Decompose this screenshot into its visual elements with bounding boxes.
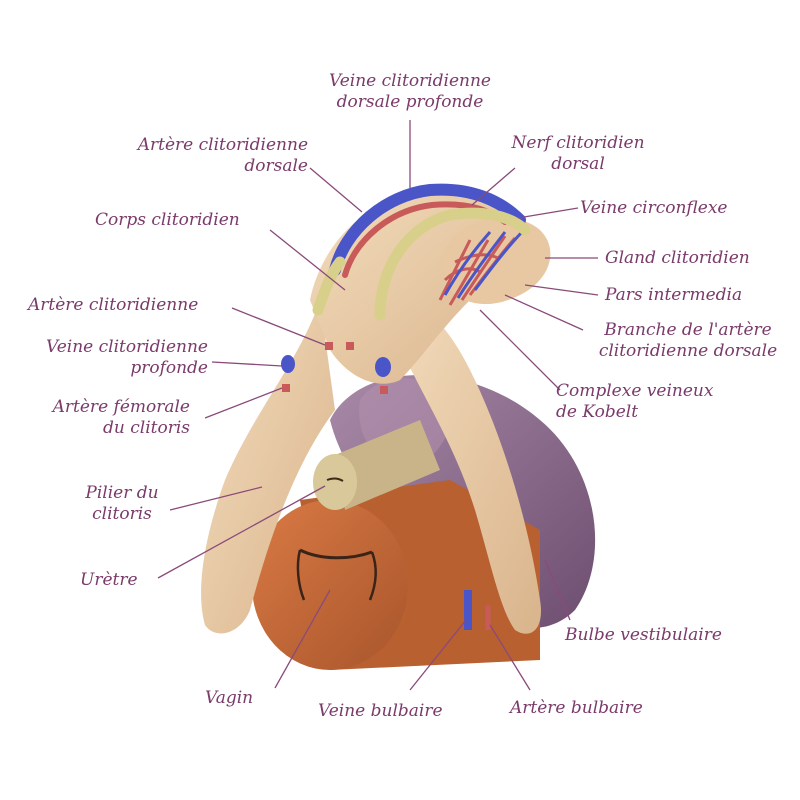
label-vagina: Vagin	[205, 688, 253, 708]
leader-lines	[157, 120, 599, 691]
right-crus	[390, 300, 541, 634]
label-glans: Gland clitoridien	[605, 248, 750, 268]
label-vestibular-bulb: Bulbe vestibulaire	[564, 625, 722, 645]
left-crus	[201, 300, 335, 634]
label-clitoral-body: Corps clitoridien	[95, 210, 240, 230]
label-pars-intermedia: Pars intermedia	[604, 285, 742, 305]
vessel-stubs	[281, 342, 391, 394]
kobelt-veins	[443, 230, 524, 299]
label-circumflex-vein: Veine circonflexe	[580, 198, 727, 218]
label-bulbar-artery: Artère bulbaire	[508, 698, 643, 718]
label-bulbar-vein: Veine bulbaire	[318, 701, 443, 721]
deep-dorsal-vein	[329, 183, 526, 276]
urethra	[313, 420, 440, 510]
vagina	[252, 480, 540, 670]
dorsal-nerve	[374, 207, 531, 321]
left-nerve-stub	[312, 256, 346, 316]
label-clitoral-artery: Artère clitoridienne	[26, 295, 198, 315]
label-urethra: Urètre	[80, 570, 138, 590]
